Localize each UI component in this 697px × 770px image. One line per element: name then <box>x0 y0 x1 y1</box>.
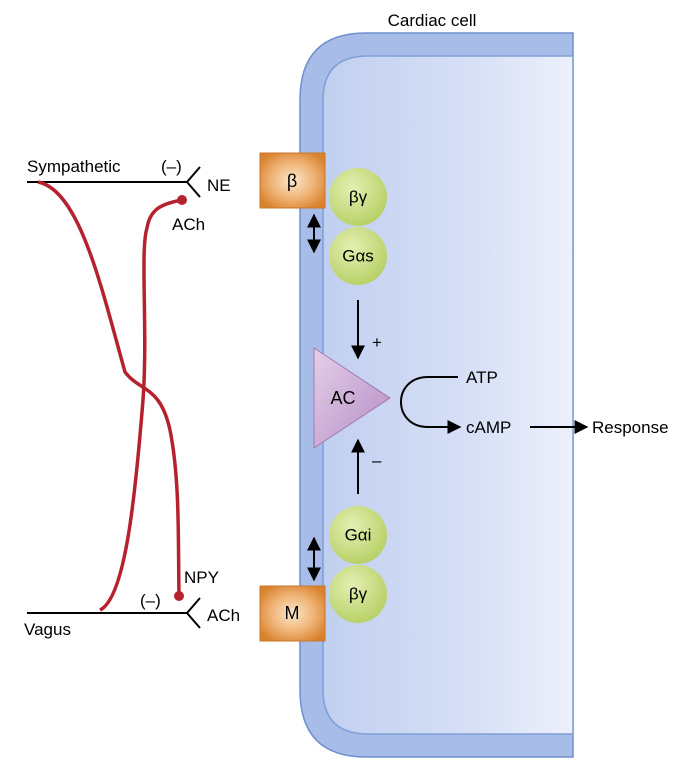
beta-gamma-top-label: βγ <box>349 187 368 206</box>
muscarinic-receptor-box <box>259 585 326 642</box>
npy-varicosity <box>174 591 184 601</box>
atp-label: ATP <box>466 368 498 387</box>
sympathetic-to-npy-fiber <box>37 180 181 596</box>
beta-gamma-bottom-label: βγ <box>349 584 368 603</box>
sympathetic-label: Sympathetic <box>27 157 121 176</box>
g-proteins: βγ Gαs Gαi βγ <box>329 168 387 623</box>
ne-label: NE <box>207 176 231 195</box>
ach-bottom-label: ACh <box>207 606 240 625</box>
sympathetic-terminal <box>185 166 201 198</box>
adenylyl-cyclase: AC <box>313 347 391 449</box>
g-alpha-i-circle <box>329 506 387 564</box>
g-alpha-s-label: Gαs <box>342 246 374 265</box>
response-label: Response <box>592 418 669 437</box>
cell-cytoplasm <box>322 55 574 735</box>
npy-label: NPY <box>184 568 219 587</box>
nerve-lines <box>27 166 201 629</box>
vagus-to-ach-fiber <box>99 198 183 612</box>
adenylyl-cyclase-triangle <box>313 347 391 449</box>
g-alpha-i-label: Gαi <box>345 525 372 544</box>
crossing-nerve-fibers <box>37 180 183 612</box>
sympathetic-inhibit-label: (–) <box>161 157 182 176</box>
beta-receptor-box <box>259 152 326 209</box>
adenylyl-cyclase-label: AC <box>330 388 355 408</box>
beta-gamma-bottom-circle <box>329 565 387 623</box>
ach-varicosity-top <box>177 195 187 205</box>
plus-sign: + <box>372 333 382 352</box>
camp-label: cAMP <box>466 418 511 437</box>
atp-to-camp-arrow <box>400 376 462 434</box>
beta-receptor-label: β <box>287 171 297 191</box>
vagus-inhibit-label: (–) <box>140 591 161 610</box>
vagus-terminal <box>185 597 201 629</box>
g-alpha-s-circle <box>329 227 387 285</box>
beta-gamma-top-circle <box>329 168 387 226</box>
muscarinic-receptor-label: M <box>285 603 300 623</box>
minus-sign: – <box>372 451 382 470</box>
beta-receptor: β <box>259 152 326 209</box>
ach-top-label: ACh <box>172 215 205 234</box>
muscarinic-receptor: M <box>259 585 326 642</box>
cell-title: Cardiac cell <box>388 11 477 30</box>
vagus-label: Vagus <box>24 620 71 639</box>
